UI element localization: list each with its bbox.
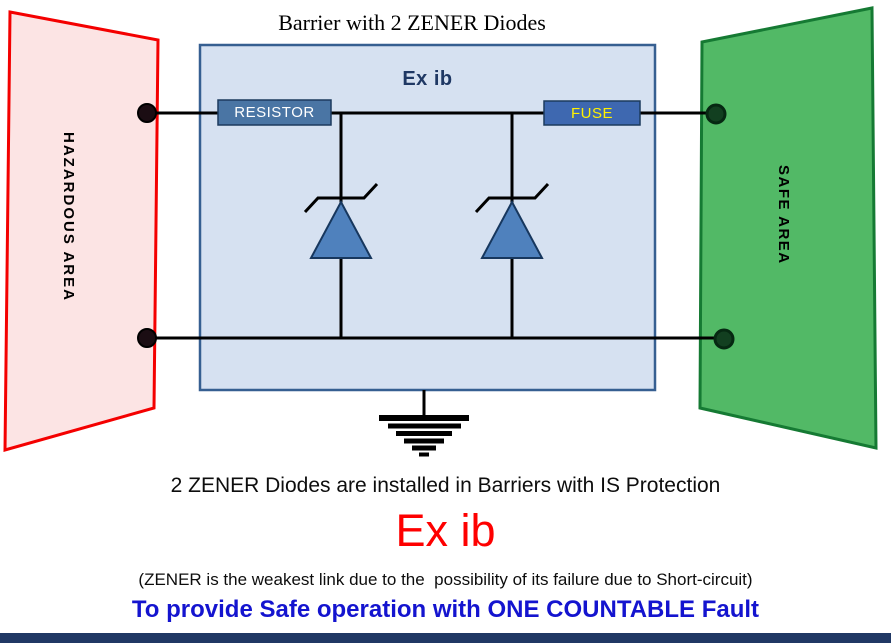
caption-ex-ib: Ex ib bbox=[395, 505, 496, 556]
terminal-safe-top bbox=[705, 103, 727, 125]
zener-diode-1-icon bbox=[303, 182, 379, 259]
fuse-box bbox=[543, 100, 641, 126]
resistor-box bbox=[217, 99, 332, 126]
caption-safe-operation: To provide Safe operation with ONE COUNT… bbox=[131, 596, 760, 623]
terminal-hazardous-top bbox=[137, 103, 157, 123]
zener-diode-2-cathode bbox=[474, 182, 550, 214]
terminal-safe-bottom bbox=[713, 328, 735, 350]
zener-diode-2-triangle bbox=[480, 199, 544, 259]
safe-area-shape bbox=[698, 6, 878, 450]
diagram-title: Barrier with 2 ZENER Diodes bbox=[278, 10, 546, 35]
zener-diode-1-triangle bbox=[309, 199, 373, 259]
footer-bar bbox=[0, 633, 891, 643]
zener-diode-1-cathode bbox=[303, 182, 379, 214]
ground-icon bbox=[379, 390, 469, 457]
barrier-exib-label: Ex ib bbox=[402, 68, 453, 90]
terminal-hazardous-bottom bbox=[137, 328, 157, 348]
caption-weakest-link: (ZENER is the weakest link due to the po… bbox=[138, 570, 753, 589]
safe-area-label: SAFE AREA bbox=[775, 165, 792, 265]
resistor-label: RESISTOR bbox=[234, 104, 315, 121]
zener-diode-2-icon bbox=[474, 182, 550, 259]
caption-installed: 2 ZENER Diodes are installed in Barriers… bbox=[170, 474, 721, 497]
hazardous-area-label: HAZARDOUS AREA bbox=[60, 132, 77, 302]
fuse-label: FUSE bbox=[570, 104, 613, 122]
hazardous-area-shape bbox=[3, 10, 160, 452]
